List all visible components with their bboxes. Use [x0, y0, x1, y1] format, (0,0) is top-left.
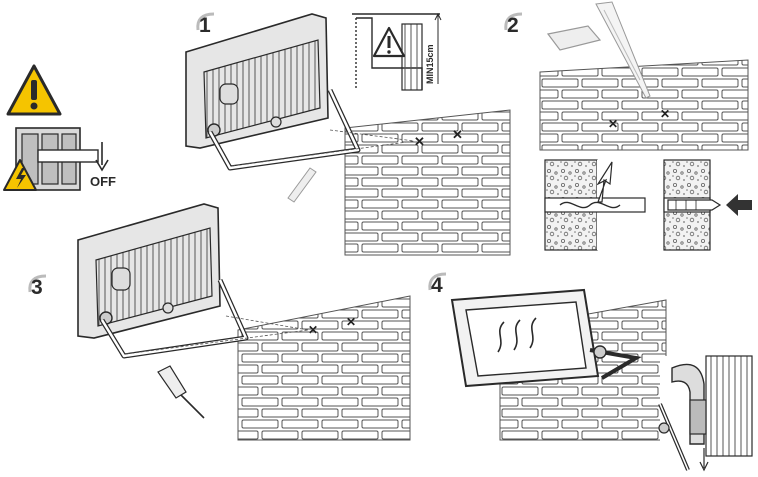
floodlight-back [185, 13, 361, 171]
drill-mark: ✕ [452, 127, 463, 142]
arrow-icon [726, 194, 752, 216]
step-2-number: 2 [504, 12, 523, 37]
wall-anchor-cross-section [663, 159, 752, 251]
alignment-lines [125, 315, 309, 355]
drilling-cross-section [544, 159, 646, 251]
brick-wall: ✕ ✕ [237, 295, 411, 441]
cable-connection-detail [658, 355, 754, 472]
pencil-icon [287, 167, 317, 203]
warning-triangle-icon [6, 64, 62, 116]
step-3: 3 ✕ ✕ [28, 203, 411, 441]
floodlight-front [450, 288, 642, 388]
svg-text:3: 3 [31, 276, 43, 299]
wall-anchor-icon [667, 199, 722, 211]
warning-triangle-icon [372, 26, 406, 58]
brick-wall: ✕ ✕ [539, 59, 749, 151]
alignment-lines [231, 129, 415, 167]
step-4: 4 [428, 272, 754, 472]
step-4-number: 4 [428, 272, 447, 297]
step-3-number: 3 [28, 274, 47, 299]
svg-text:2: 2 [507, 14, 519, 37]
power-off-label: OFF [90, 174, 116, 189]
screwdriver-icon [157, 365, 205, 419]
warning-panel: OFF [3, 64, 116, 191]
drill-mark: ✕ [660, 107, 670, 121]
drill-icon [546, 1, 651, 99]
drill-mark: ✕ [608, 117, 618, 131]
step-1-number: 1 [196, 12, 215, 37]
electrical-hazard-icon [3, 159, 37, 191]
brick-wall: ✕ ✕ [344, 109, 511, 256]
arrow-icon [699, 448, 709, 472]
floodlight-back [77, 203, 249, 359]
step-1: 1 ✕ ✕ [185, 12, 511, 256]
drill-mark: ✕ [346, 315, 356, 329]
step-2: 2 ✕ ✕ [504, 1, 752, 251]
min-distance-detail: MIN15cm [352, 12, 442, 91]
drill-mark: ✕ [308, 323, 318, 337]
min-distance-label: MIN15cm [425, 44, 435, 84]
svg-text:1: 1 [199, 14, 211, 37]
drill-mark: ✕ [414, 134, 425, 149]
svg-text:4: 4 [431, 274, 443, 297]
